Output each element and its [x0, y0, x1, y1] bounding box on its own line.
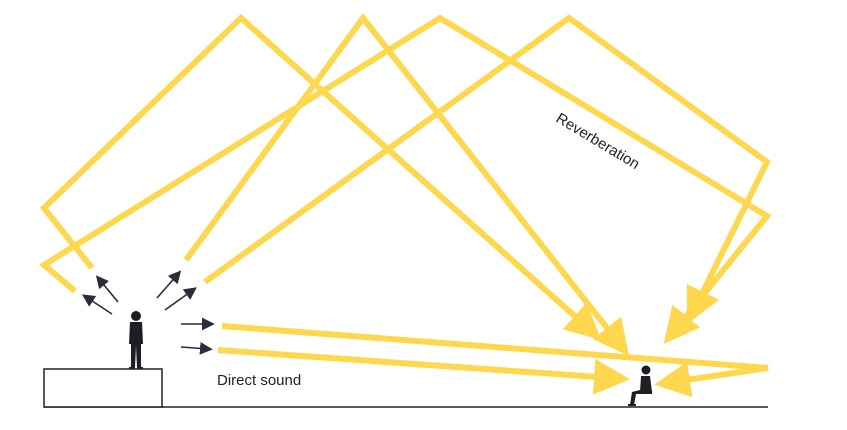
emitter-arrows [81, 270, 215, 355]
direct-sound-label: Direct sound [217, 372, 301, 389]
emit-arrow-2 [81, 294, 113, 315]
direct-sound-paths [217, 323, 769, 398]
standing-person-icon [129, 311, 143, 369]
reverb-path-3 [183, 13, 630, 357]
emit-arrow-1 [95, 275, 119, 303]
emit-arrow-6 [180, 342, 213, 355]
reverb-path-1 [39, 13, 602, 340]
speaker-platform [43, 368, 163, 408]
reverberation-label: Reverberation [553, 110, 643, 173]
seated-person-icon [628, 365, 652, 406]
reverberation-paths [38, 13, 772, 357]
reverb-path-2 [38, 14, 772, 345]
direct-path [217, 347, 630, 395]
reverb-path-4 [203, 14, 771, 325]
emit-arrow-4 [164, 287, 197, 311]
emit-arrow-3 [156, 270, 182, 299]
floor-reflection-path [221, 323, 769, 398]
